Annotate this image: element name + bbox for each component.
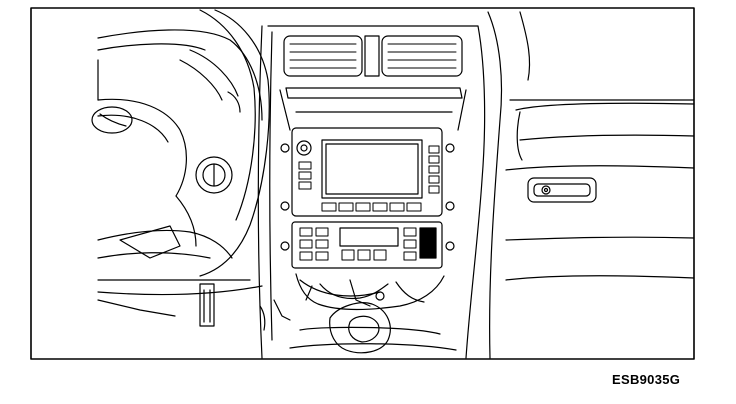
climate-display [340, 228, 398, 246]
ignition-switch-icon [196, 157, 232, 193]
center-console [258, 26, 484, 358]
horn-pad-logo [92, 107, 132, 133]
head-unit [292, 128, 442, 216]
dashboard-right [488, 12, 694, 358]
gear-shifter [349, 316, 379, 342]
figure-frame [31, 8, 694, 359]
climate-control [292, 222, 442, 268]
glovebox-handle [528, 178, 596, 202]
steering-wheel [92, 10, 269, 326]
preset-buttons [322, 203, 421, 211]
figure-code: ESB9035G [612, 372, 681, 387]
volume-knob [297, 141, 311, 155]
mounting-screws [281, 144, 454, 250]
hazard-switch [365, 36, 379, 76]
air-vent-left [284, 36, 362, 76]
navigation-screen [322, 140, 422, 198]
air-vent-right [382, 36, 462, 76]
pedal [200, 284, 214, 326]
